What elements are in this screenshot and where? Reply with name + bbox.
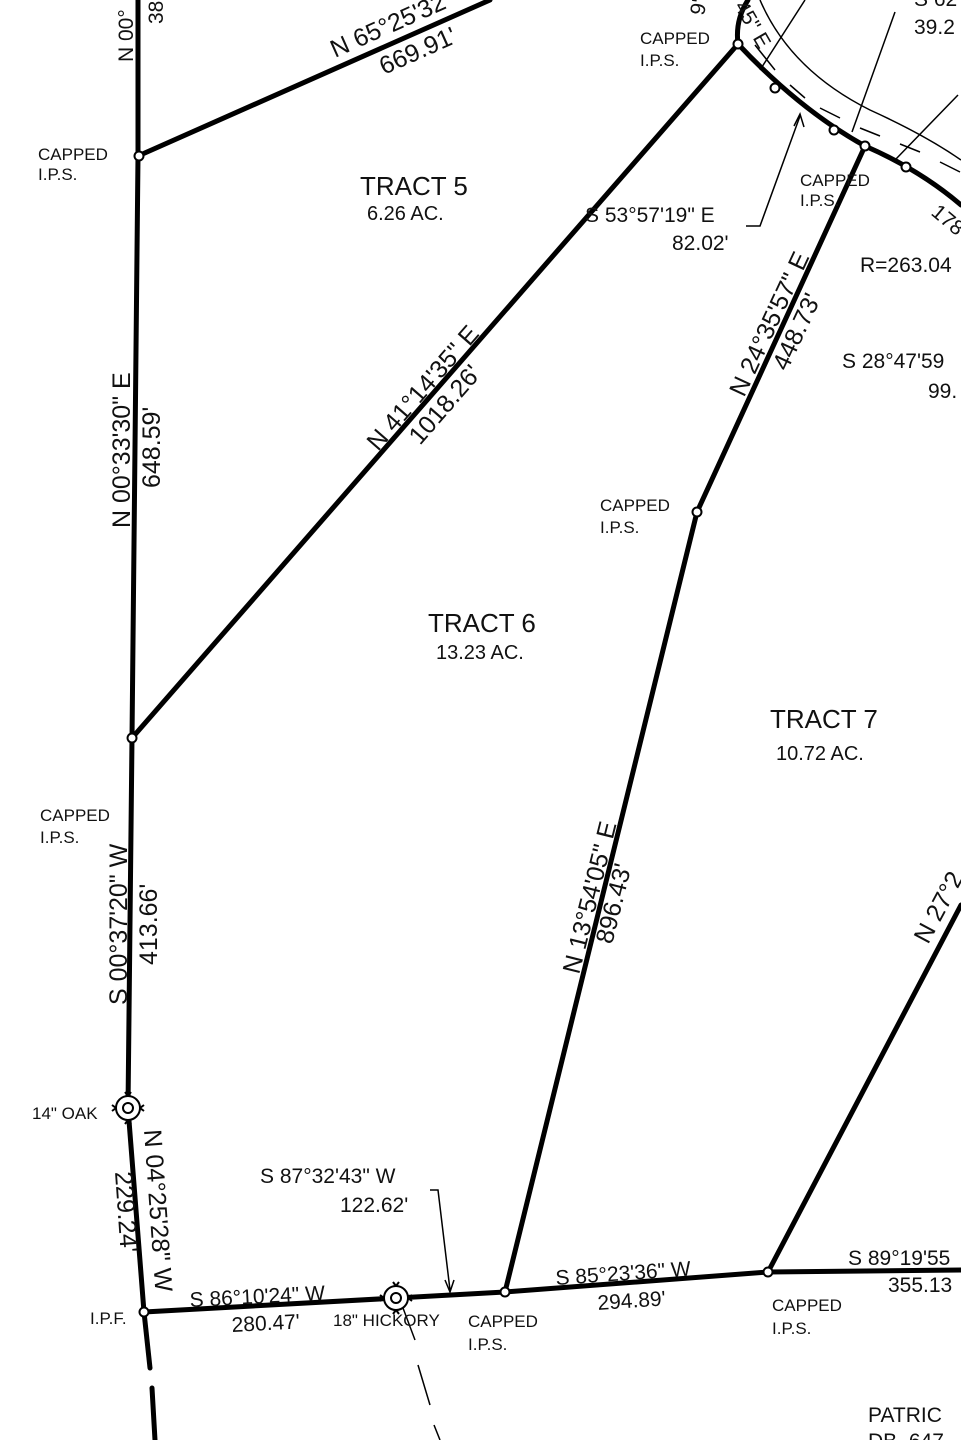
bearing-west-tract6: S 00°37'20" W	[105, 843, 133, 1005]
hickory-dash-3	[433, 1424, 441, 1440]
leader-82	[746, 115, 801, 227]
ips-label: I.P.S.	[40, 828, 79, 847]
line-south-extension	[141, 1309, 153, 1371]
ips-marker	[126, 732, 138, 744]
bearing-right-partial: S 28°47'59	[842, 350, 944, 373]
curve-distance: 178	[927, 200, 961, 240]
hickory-tree-icon	[379, 1281, 413, 1315]
bearing-south-1: S 86°10'24" W	[189, 1282, 326, 1312]
ips-marker	[762, 1266, 774, 1278]
ips-label: I.P.S.	[772, 1319, 811, 1338]
distance-top-right: 39.2	[914, 16, 955, 39]
line-upper-6-7	[694, 143, 868, 515]
ips-marker	[691, 506, 703, 518]
distance-west-tract6: 413.66'	[135, 884, 163, 965]
tract-7-area: 10.72 AC.	[776, 743, 864, 765]
ips-marker	[133, 150, 145, 162]
ipf-label: I.P.F.	[90, 1309, 127, 1328]
capped-label: CAPPED	[40, 806, 110, 825]
distance-south-2: 294.89'	[597, 1287, 667, 1315]
distance-south-1: 280.47'	[231, 1310, 300, 1337]
ips-marker	[859, 140, 871, 152]
line-south-dash	[149, 1385, 158, 1440]
monument-labels: CAPPED I.P.S. CAPPED I.P.S. CAPPED I.P.S…	[32, 29, 870, 1354]
curve-radius: R=263.04	[860, 254, 952, 277]
owner-name: PATRIC	[868, 1404, 942, 1427]
line-diagonal-5-6	[129, 41, 741, 741]
bearing-south-2: S 85°23'36" W	[555, 1258, 692, 1290]
ips-label: I.P.S.	[38, 165, 77, 184]
distance-oak-segment: 229.24'	[109, 1170, 143, 1253]
ips-marker	[499, 1286, 511, 1298]
tract-7-name: TRACT 7	[770, 704, 878, 734]
monument-markers	[126, 38, 912, 1318]
bearing-leader-hickory: S 87°32'43" W	[260, 1165, 396, 1188]
distance-right-partial: 99.	[928, 380, 957, 403]
ips-marker	[900, 161, 912, 173]
capped-label: CAPPED	[468, 1312, 538, 1331]
capped-label: CAPPED	[640, 29, 710, 48]
oak-tree-icon	[111, 1091, 145, 1125]
tract-6-name: TRACT 6	[428, 608, 536, 638]
ips-marker	[769, 82, 781, 94]
ips-label: I.P.S.	[800, 191, 839, 210]
leader-82-arrow	[793, 111, 805, 128]
tract-5-area: 6.26 AC.	[367, 203, 444, 225]
ips-marker	[732, 38, 744, 50]
ipf-marker	[138, 1306, 150, 1318]
road-centerline	[754, 44, 961, 173]
line-south-1	[141, 1289, 508, 1315]
boundary-lines	[125, 0, 961, 1440]
line-right-lower	[765, 902, 961, 1275]
leader-top-1	[759, 0, 806, 71]
leader-122-arrow	[444, 1279, 455, 1295]
ips-label: I.P.S.	[468, 1335, 507, 1354]
capped-label: CAPPED	[772, 1296, 842, 1315]
tract-6-area: 13.23 AC.	[436, 642, 524, 664]
leader-top-3	[894, 94, 959, 161]
hickory-label: 18" HICKORY	[333, 1311, 440, 1330]
line-west-tract6	[125, 735, 135, 1111]
road-lines	[399, 0, 961, 1440]
leader-top-2	[851, 11, 896, 133]
line-south-2	[502, 1269, 771, 1295]
bearing-top-curve-1: 9'	[686, 0, 711, 17]
distance-north-top-left: 38	[145, 1, 168, 24]
tract-labels: TRACT 5 6.26 AC. TRACT 6 13.23 AC. TRACT…	[360, 171, 878, 765]
bearing-west-tract5: N 00°33'30" E	[108, 372, 136, 528]
leader-122	[430, 1189, 451, 1291]
distance-west-tract5: 648.59'	[138, 407, 166, 488]
bearing-south-3: S 89°19'55	[848, 1247, 950, 1270]
line-west-tract5	[129, 153, 141, 741]
owner-deed: DB. 647	[868, 1430, 944, 1440]
bearing-top-right: S 62	[914, 0, 957, 11]
capped-label: CAPPED	[38, 145, 108, 164]
line-south-3	[765, 1267, 961, 1275]
line-oak-segment	[125, 1105, 147, 1315]
oak-label: 14" OAK	[32, 1104, 98, 1123]
bearing-oak-segment: N 04°25'28" W	[138, 1128, 177, 1293]
ips-label: I.P.S.	[640, 51, 679, 70]
bearing-short-leader: S 53°57'19" E	[585, 204, 715, 227]
ips-label: I.P.S.	[600, 518, 639, 537]
bearing-right-lower: N 27°2	[909, 867, 961, 948]
distance-short-leader: 82.02'	[672, 232, 729, 255]
bearing-north-top-left: N 00°	[115, 9, 138, 62]
distance-leader-hickory: 122.62'	[340, 1194, 408, 1217]
distance-south-3: 355.13	[888, 1274, 952, 1297]
capped-label: CAPPED	[600, 496, 670, 515]
line-north-65	[135, 0, 493, 159]
tract-5-name: TRACT 5	[360, 171, 468, 201]
ips-marker	[828, 124, 840, 136]
adjacent-owner: PATRIC DB. 647	[868, 1404, 944, 1440]
capped-label: CAPPED	[800, 171, 870, 190]
line-lower-6-7	[502, 509, 700, 1295]
hickory-dash-2	[417, 1364, 431, 1406]
